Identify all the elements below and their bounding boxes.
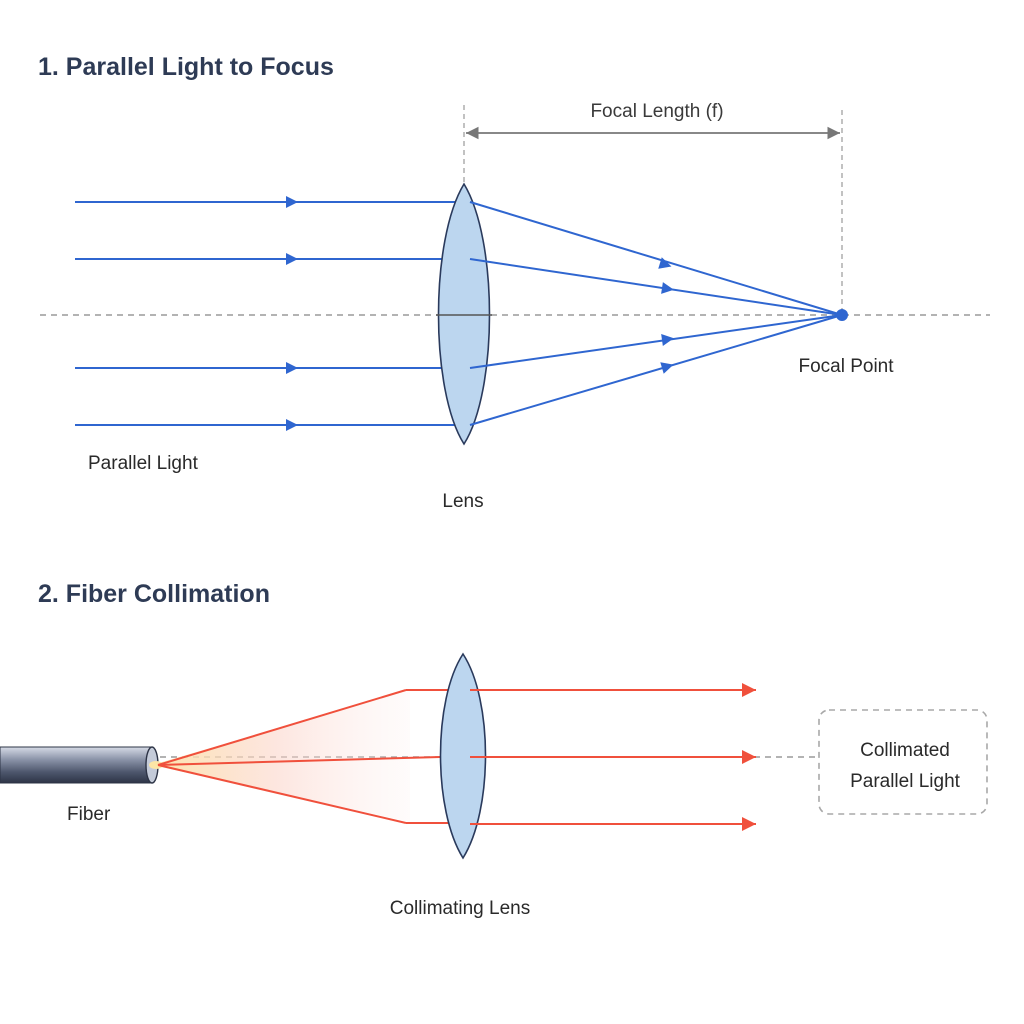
converging-rays <box>469 201 843 426</box>
diverging-ray-center <box>157 756 441 766</box>
arrowhead-icon <box>660 362 674 374</box>
arrowhead-icon <box>658 257 672 269</box>
section2-title: 2. Fiber Collimation <box>38 580 270 608</box>
arrowhead-icon <box>286 253 298 265</box>
converging-ray-2 <box>469 258 843 316</box>
collimating-lens-label: Collimating Lens <box>390 898 530 919</box>
collimated-rays <box>470 683 756 831</box>
arrowhead-icon <box>661 282 674 294</box>
fiber-label: Fiber <box>67 804 111 825</box>
collimated-label-line2: Parallel Light <box>850 771 961 792</box>
converging-ray-arrowheads <box>658 257 674 374</box>
focal-point-label: Focal Point <box>798 356 894 377</box>
focal-length-label: Focal Length (f) <box>590 101 723 122</box>
parallel-light-label: Parallel Light <box>88 453 199 474</box>
section1-title: 1. Parallel Light to Focus <box>38 53 334 81</box>
arrowhead-icon <box>661 334 674 346</box>
diverging-ray-top <box>157 689 407 766</box>
converging-ray-4 <box>469 314 843 426</box>
focal-point-dot <box>836 309 848 321</box>
converging-ray-1 <box>469 201 843 316</box>
light-cone-glow <box>152 690 410 822</box>
converging-ray-3 <box>469 314 843 369</box>
converging-lens <box>437 182 491 446</box>
incoming-ray-arrowheads <box>286 196 298 431</box>
collimated-label-line1: Collimated <box>860 740 950 761</box>
collimating-lens <box>439 652 487 860</box>
diverging-ray-bottom <box>157 764 407 824</box>
arrowhead-icon <box>286 196 298 208</box>
collimated-light-callout-box <box>818 709 988 815</box>
optical-fiber <box>0 746 153 784</box>
fiber-core-glow <box>149 761 163 769</box>
diverging-rays <box>157 689 450 824</box>
arrowhead-icon <box>286 362 298 374</box>
incoming-parallel-rays <box>75 201 458 426</box>
lens-label: Lens <box>442 491 483 512</box>
arrowhead-icon <box>286 419 298 431</box>
